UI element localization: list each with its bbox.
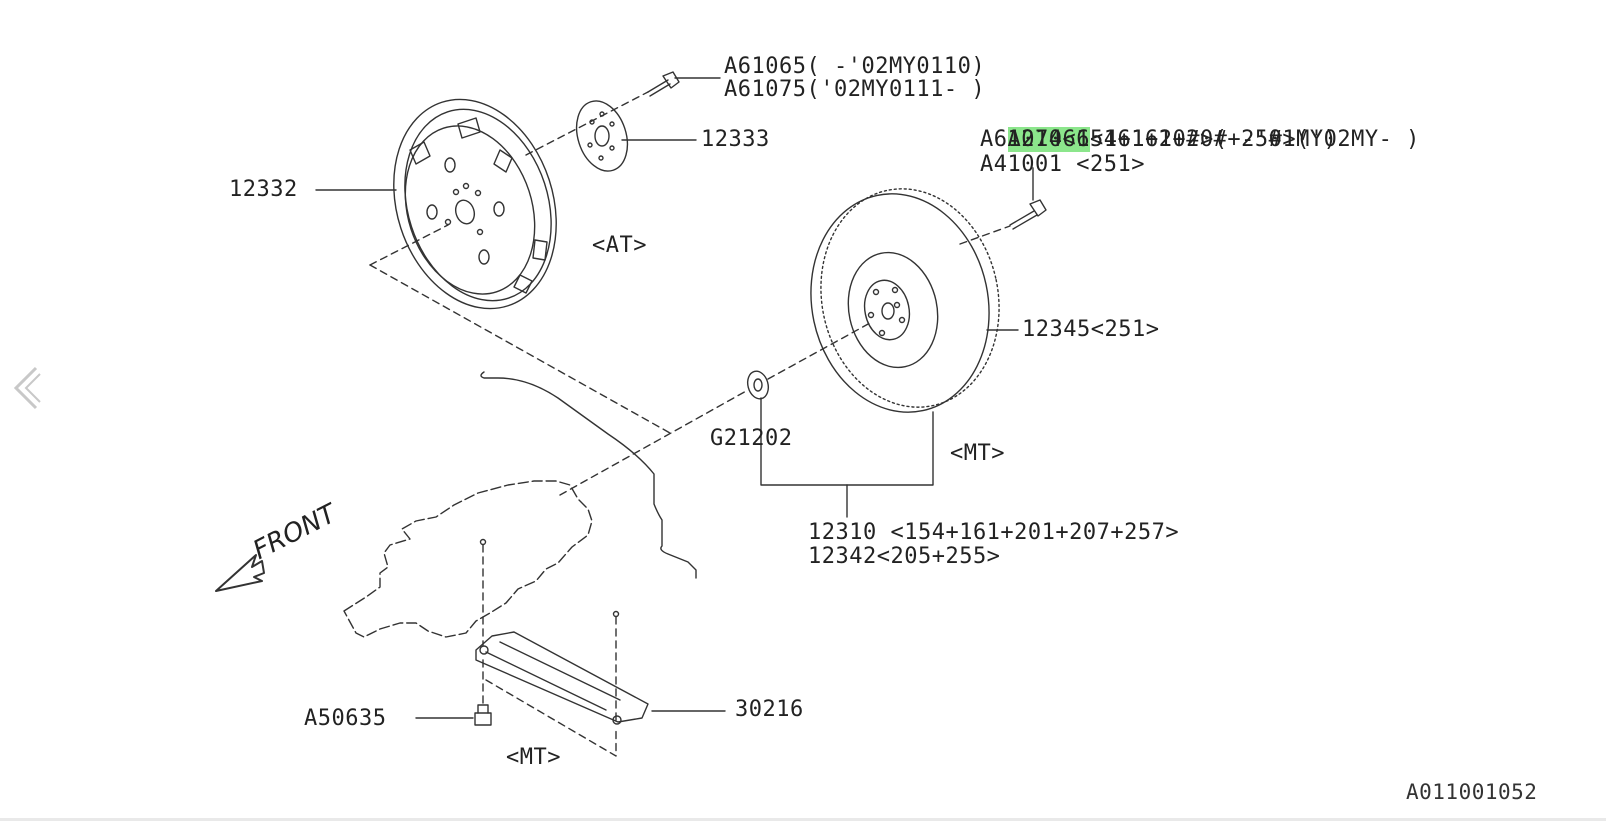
figure-id: A011001052	[1406, 780, 1538, 804]
callout-a21066: A21066<161+20#>( -'01MY)	[980, 104, 1337, 152]
bracket-30216	[475, 631, 649, 725]
chevron-left-icon	[13, 366, 41, 410]
callout-g21202[interactable]: G21202	[710, 426, 793, 451]
transmission-outline	[343, 480, 593, 638]
callout-a61074: A61074<154+161+20#+25#>('02MY- )	[980, 127, 1420, 152]
callout-a21066-rest: <161+20#>( -'01MY)	[1089, 127, 1338, 152]
callout-12310[interactable]: 12310 <154+161+201+207+257>	[808, 520, 1180, 545]
drive-plate-12332	[393, 98, 557, 310]
front-arrow	[215, 554, 265, 592]
callout-12342[interactable]: 12342<205+255>	[808, 544, 1001, 569]
bearing-g21202	[746, 370, 770, 400]
prev-button[interactable]	[10, 366, 42, 410]
bolt-a61065	[647, 71, 680, 97]
callout-a21066-code[interactable]: A21066	[1007, 127, 1090, 152]
callout-a61065: A61065( -'02MY0110)	[724, 54, 986, 79]
callout-a41001: A41001 <251>	[980, 152, 1145, 177]
flywheel-12345	[810, 188, 1000, 413]
callout-12345[interactable]: 12345<251>	[1022, 317, 1160, 342]
bolt-a21066	[1009, 167, 1047, 230]
label-mt-lower: <MT>	[506, 745, 561, 770]
callout-a50635[interactable]: A50635	[304, 706, 387, 731]
label-mt-upper: <MT>	[950, 441, 1005, 466]
spacer-12333	[575, 100, 629, 172]
bottom-divider	[0, 818, 1606, 821]
callout-a61075: A61075('02MY0111- )	[724, 77, 986, 102]
callout-30216[interactable]: 30216	[735, 697, 804, 722]
callout-12333[interactable]: 12333	[701, 127, 770, 152]
callout-12332[interactable]: 12332	[229, 177, 298, 202]
label-at: <AT>	[592, 233, 647, 258]
nut-a50635	[474, 704, 492, 726]
